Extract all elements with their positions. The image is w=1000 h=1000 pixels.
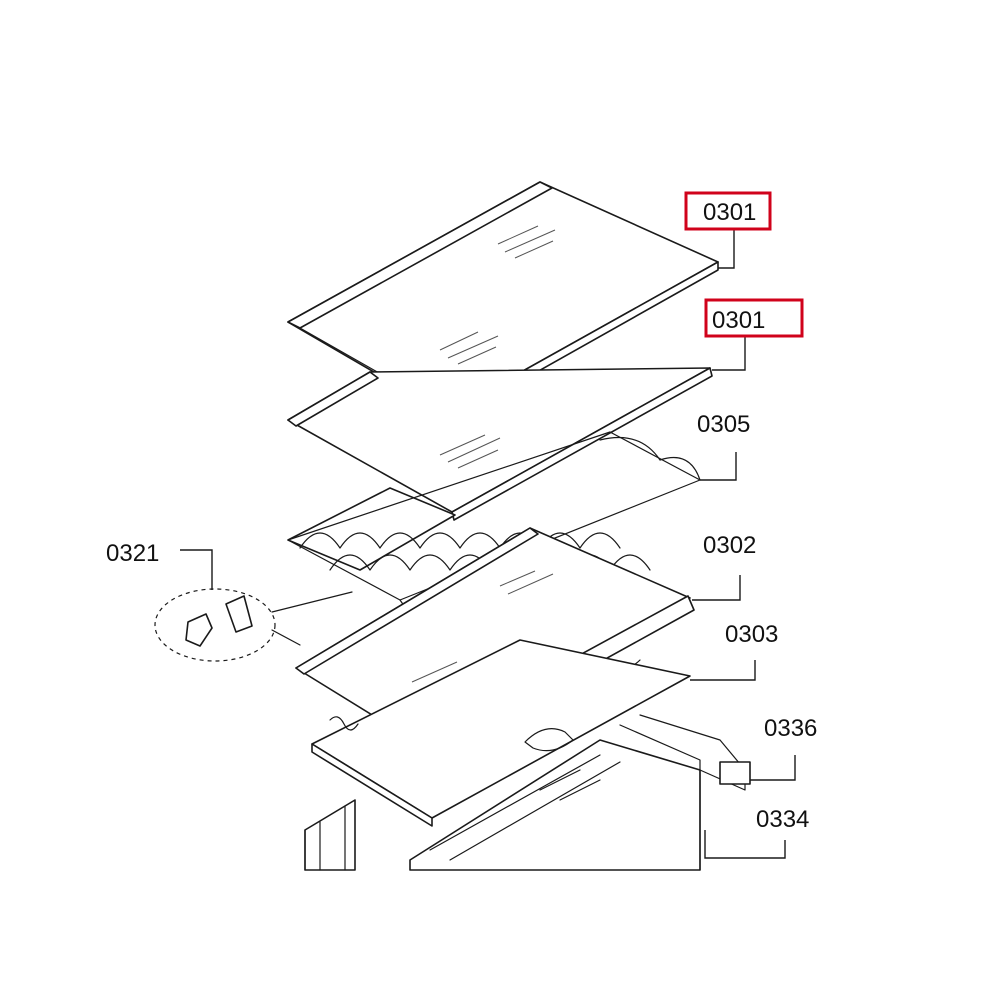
clip-detail: [154, 588, 353, 662]
crisper-cover: [311, 639, 691, 827]
label-bottle-rack: 0305: [697, 411, 750, 438]
label-shelf-top: 0301: [703, 199, 756, 226]
highlight-box-shelf-top: [684, 191, 772, 231]
glass-shelf-second: [287, 367, 713, 521]
label-rail: 0336: [764, 715, 817, 742]
leader-lines: [180, 230, 796, 859]
label-crisper-drawer: 0334: [756, 806, 809, 833]
label-shelf-second: 0301: [712, 307, 765, 334]
label-clips: 0321: [106, 540, 159, 567]
highlight-box-shelf-second: [704, 298, 804, 338]
label-glass-shelf-trim: 0302: [703, 532, 756, 559]
label-crisper-cover: 0303: [725, 621, 778, 648]
crisper-drawer: [304, 714, 751, 871]
